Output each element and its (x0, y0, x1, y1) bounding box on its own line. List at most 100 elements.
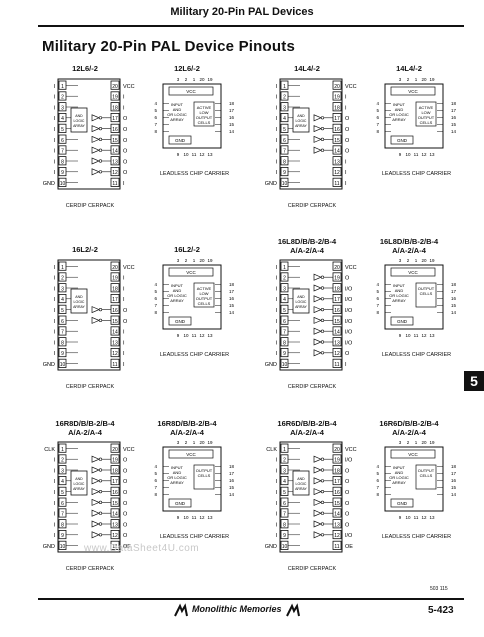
dip-pin-label: CLK (44, 447, 55, 453)
dip-pin-label: I (53, 522, 55, 528)
dip-pin-label: I (53, 84, 55, 90)
dip-pin-number: 20 (334, 447, 340, 453)
output-buffer-icon (313, 466, 322, 474)
dip-pin-number: 8 (61, 522, 64, 528)
dip-pin-label: O (345, 138, 350, 144)
dip-pin-number: 4 (61, 116, 64, 122)
dip-pin-number: 18 (112, 468, 118, 474)
dip-pin-label: VCC (123, 447, 135, 453)
dip-pin-label: I (123, 351, 125, 357)
output-buffer-icon (313, 509, 322, 517)
output-buffer-icon (313, 498, 322, 506)
lcc-pin-number: 10 (183, 152, 189, 157)
dip-pin-number: 4 (61, 297, 64, 303)
dip-pin-box (280, 348, 289, 358)
dip-caption: CERDIP CERPACK (287, 384, 337, 390)
lcc-pin-number: 2 (407, 77, 410, 82)
lcc-pin-number: 5 (376, 471, 379, 476)
dip-pin-number: 11 (334, 181, 339, 187)
dip-pin-label: I (275, 116, 277, 122)
lcc-pin-number: 18 (451, 464, 457, 469)
lcc-vcc-label: VCC (408, 452, 418, 457)
lcc-vcc-box (168, 449, 214, 459)
section-tab[interactable]: 5 (464, 371, 484, 391)
page-title: Military 20-Pin PAL Device Pinouts (42, 38, 295, 55)
dip-pin-label: O (345, 468, 350, 474)
dip-pin-number: 19 (112, 95, 118, 101)
dip-pin-number: 17 (334, 479, 340, 485)
logic-array-text: ARRAY (295, 124, 307, 128)
dip-pin-label: I/O (345, 308, 353, 314)
lcc-caption: LEADLESS CHIP CARRIER (159, 352, 230, 358)
lcc-array-text: AND (395, 288, 404, 293)
lcc-array-text: INPUT (393, 283, 406, 288)
dip-pin-box (58, 134, 67, 144)
logic-array-text: AND (75, 295, 83, 299)
dip-pin-label: I (53, 533, 55, 539)
dip-pin-number: 11 (112, 181, 117, 187)
dip-pin-label: I (123, 105, 125, 111)
output-buffer-icon (91, 466, 100, 474)
dip-pin-number: 7 (61, 512, 64, 518)
dip-pin-number: 10 (60, 544, 66, 550)
dip-pin-label: I (53, 265, 55, 271)
inverter-bubble-icon (320, 286, 325, 290)
dip-pin-box (332, 261, 342, 271)
logic-array-text: LOGIC (74, 119, 85, 123)
dip-pin-label: I/O (345, 533, 353, 539)
dip-pin-box (332, 540, 342, 550)
output-buffer-icon (91, 125, 100, 133)
dip-pin-label: I/O (345, 297, 353, 303)
dip-pin-box (280, 443, 289, 453)
lcc-pin-number: 11 (414, 515, 419, 520)
lcc-pin-number: 13 (207, 152, 213, 157)
lcc-pin-number: 19 (207, 440, 213, 445)
dip-pin-label: VCC (123, 84, 135, 90)
dip-pin-number: 5 (283, 127, 286, 133)
dip-pin-number: 17 (334, 297, 340, 303)
lcc-pin-number: 15 (229, 122, 235, 127)
dip-caption: CERDIP CERPACK (65, 566, 115, 572)
lcc-pin-number: 7 (154, 122, 157, 127)
dip-pin-box (110, 91, 120, 101)
dip-pin-label: I (345, 159, 347, 165)
dip-pin-label: I (275, 501, 277, 507)
output-buffer-icon (313, 488, 322, 496)
lcc-pin-number: 3 (399, 77, 402, 82)
dip-pin-number: 1 (61, 84, 64, 90)
lcc-pin-number: 2 (407, 440, 410, 445)
dip-pin-label: O (123, 308, 128, 314)
lcc-output-text: OUTPUT (196, 468, 213, 473)
header-rule (38, 25, 464, 27)
output-buffer-icon (313, 306, 322, 314)
dip-pin-number: 10 (60, 181, 66, 187)
lcc-pin-number: 14 (451, 492, 457, 497)
dip-pin-box (110, 540, 120, 550)
dip-pin-number: 20 (334, 84, 340, 90)
lcc-array-text: ARRAY (170, 480, 184, 485)
logic-array-box (70, 470, 88, 496)
dip-pin-label: I (53, 340, 55, 346)
dip-pin-number: 5 (61, 127, 64, 133)
lcc-pin-number: 2 (407, 258, 410, 263)
dip-pin-number: 1 (283, 447, 286, 453)
dip-pin-label: O (345, 479, 350, 485)
dip-pin-label: I (53, 351, 55, 357)
dip-body (279, 259, 343, 371)
lcc-pin-number: 19 (429, 77, 435, 82)
dip-pin-number: 1 (61, 447, 64, 453)
dip-pin-number: 5 (283, 490, 286, 496)
lcc-pin-number: 5 (154, 471, 157, 476)
dip-pin-number: 12 (112, 533, 118, 539)
lcc-array-text: OR LOGIC (167, 112, 187, 117)
lcc-pin-number: 17 (451, 289, 457, 294)
logic-array-text: AND (297, 114, 305, 118)
dip-pin-label: VCC (345, 84, 357, 90)
dip-pin-number: 3 (283, 105, 286, 111)
lcc-pin-number: 15 (451, 122, 457, 127)
dip-pin-label: I/O (345, 458, 353, 464)
dip-pin-number: 14 (112, 330, 118, 336)
